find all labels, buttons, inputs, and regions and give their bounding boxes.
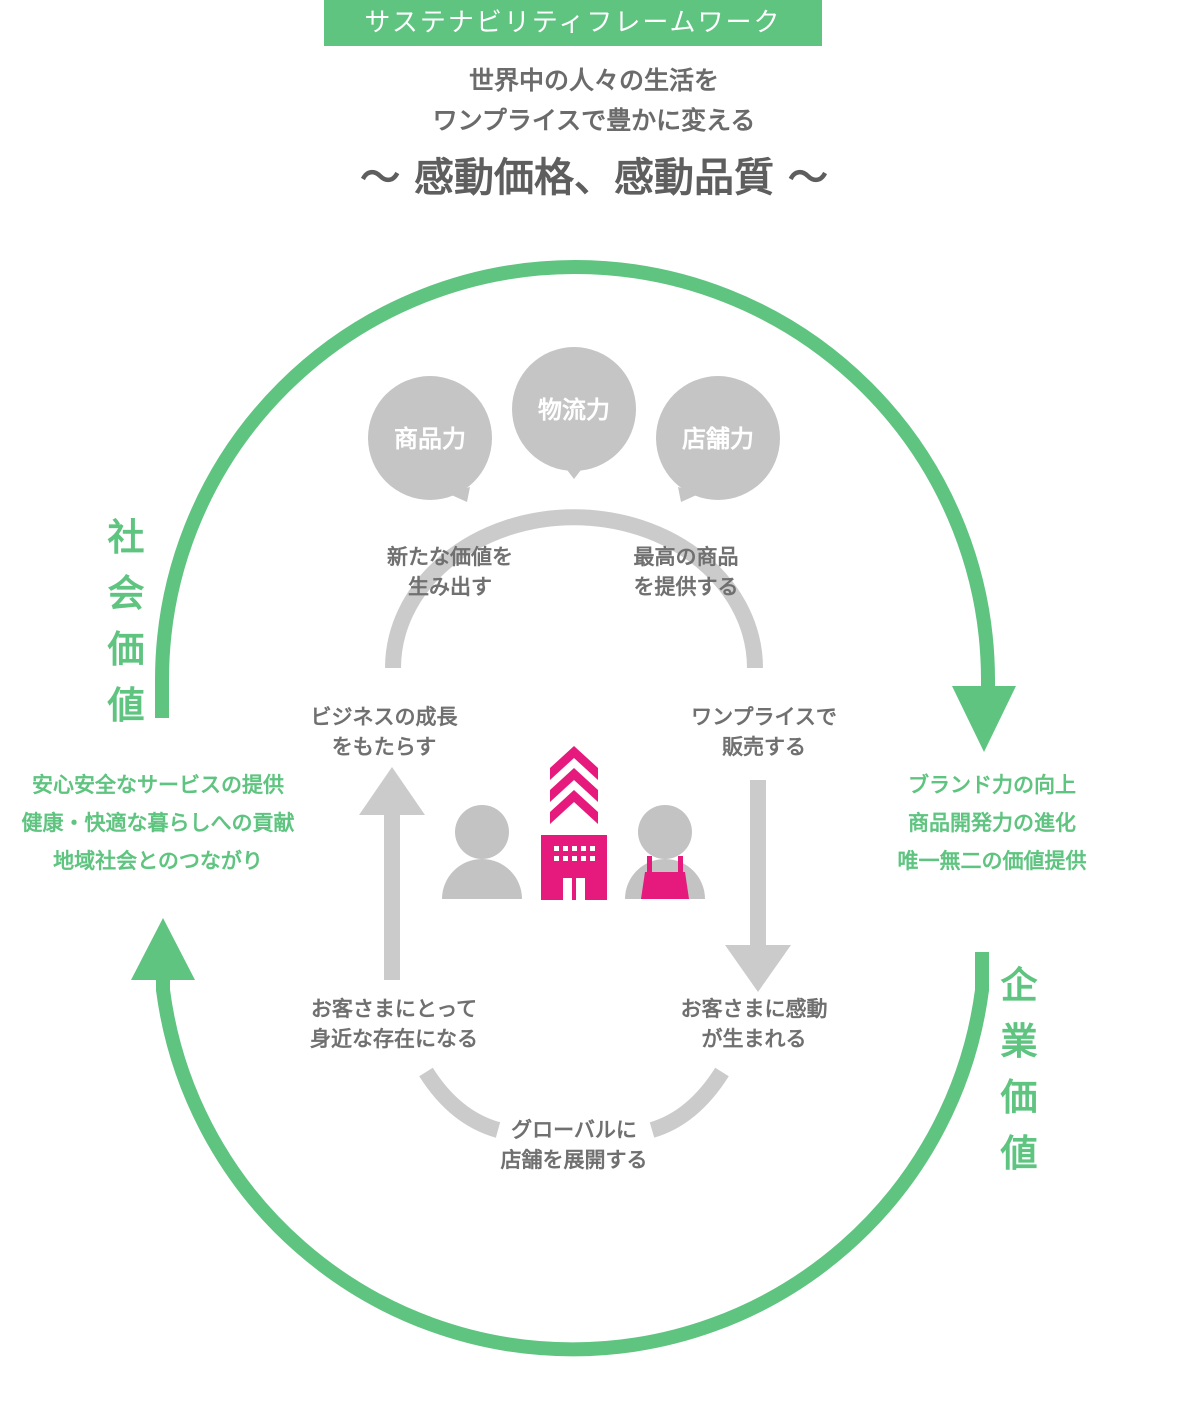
cycle-label-global-stores: グローバルに 店舗を展開する [454,1115,694,1175]
growth-chevrons-icon [550,746,598,824]
corporate-to-social-arc [156,952,989,1357]
staff-apron-icon [625,805,705,899]
label-line: 新たな価値を [387,545,513,569]
title-char: 値 [107,684,145,727]
label-line: 店舗を展開する [500,1148,648,1172]
title-char: 値 [1000,1132,1038,1175]
title-char: 価 [107,628,145,671]
cycle-label-one-price: ワンプライスで 販売する [644,702,884,762]
inner-top-arc [385,509,763,669]
tagline: ～ 感動価格、感動品質 ～ [360,155,828,201]
label-line: お客さまにとって [310,997,478,1021]
label-line: 生み出す [408,575,492,599]
title-char: 業 [1000,1020,1038,1063]
bubble-product-power: 商品力 [368,376,492,502]
customer-icon [442,805,522,899]
bubble-label: 店舗力 [682,425,754,453]
label-line: 最高の商品 [633,545,739,569]
title-char: 企 [1000,964,1038,1007]
corporate-value-item: 商品開発力の進化 [908,811,1076,835]
label-line: ワンプライスで [691,705,837,729]
cycle-label-business-growth: ビジネスの成長 をもたらす [264,702,504,762]
label-line: ビジネスの成長 [310,705,458,729]
inner-left-arrowhead [359,767,425,815]
inner-right-arrowhead [725,945,791,992]
cycle-label-familiar: お客さまにとって 身近な存在になる [264,994,524,1054]
cycle-label-inspiration: お客さまに感動 が生まれる [634,994,874,1054]
inner-bottom-left-arc [419,1067,501,1138]
label-line: を提供する [633,575,739,599]
label-line: をもたらす [331,735,437,759]
social-value-title: 社 会 価 値 [96,510,156,734]
bubble-logistics-power: 物流力 [512,347,636,479]
framework-badge: サステナビリティフレームワーク [324,0,822,46]
cycle-label-best-products: 最高の商品 を提供する [566,542,806,602]
corporate-value-title: 企 業 価 値 [989,958,1049,1182]
title-char: 会 [107,572,145,615]
bubble-store-power: 店舗力 [656,376,780,502]
cycle-label-create-value: 新たな価値を 生み出す [330,542,570,602]
label-line: が生まれる [701,1027,807,1051]
corporate-value-item: 唯一無二の価値提供 [897,849,1087,873]
social-arrowhead [131,918,195,980]
corporate-arrowhead [952,686,1016,752]
title-char: 価 [1000,1076,1038,1119]
label-line: 販売する [722,735,806,759]
corporate-value-item: ブランド力の向上 [908,773,1076,797]
social-to-corporate-arc [155,260,995,718]
bubble-label: 物流力 [538,396,610,424]
social-value-item: 安心安全なサービスの提供 [32,773,284,797]
label-line: 身近な存在になる [310,1027,478,1051]
inner-bottom-right-arc [649,1067,729,1138]
social-value-item: 健康・快適な暮らしへの貢献 [21,811,295,835]
label-line: グローバルに [511,1118,637,1142]
title-char: 社 [107,516,145,559]
label-line: お客さまに感動 [680,997,828,1021]
mission-line-1: 世界中の人々の生活を [468,66,719,95]
mission-line-2: ワンプライスで豊かに変える [432,106,756,135]
social-value-list: 安心安全なサービスの提供 健康・快適な暮らしへの貢献 地域社会とのつながり [0,766,316,880]
bubble-label: 商品力 [394,425,466,453]
social-value-item: 地域社会とのつながり [53,849,263,873]
corporate-value-list: ブランド力の向上 商品開発力の進化 唯一無二の価値提供 [872,766,1112,880]
store-building-icon [541,835,607,900]
